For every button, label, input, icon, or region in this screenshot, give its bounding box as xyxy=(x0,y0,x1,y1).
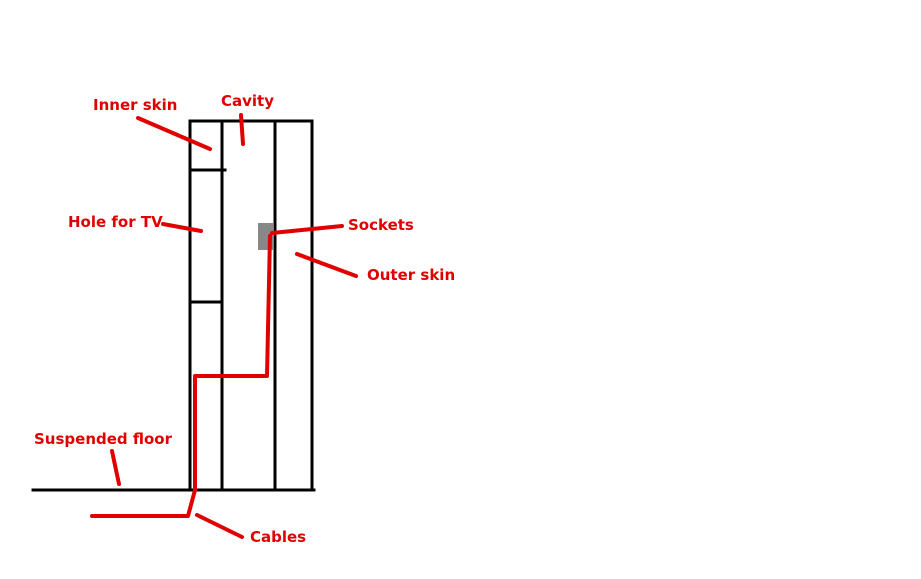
cable-run xyxy=(90,234,272,518)
outer-skin-label: Outer skin xyxy=(367,266,455,284)
annotation-labels: Inner skin Cavity Hole for TV Sockets Ou… xyxy=(34,92,455,546)
sockets-label: Sockets xyxy=(348,216,414,234)
suspended-floor-pointer xyxy=(110,449,121,486)
cables-label: Cables xyxy=(250,528,306,546)
inner-skin-pointer xyxy=(136,116,212,151)
sockets-pointer xyxy=(270,224,344,235)
cavity-pointer xyxy=(239,113,245,146)
cavity-label: Cavity xyxy=(221,92,274,110)
cables-pointer xyxy=(195,513,244,539)
suspended-floor-label: Suspended floor xyxy=(34,430,173,448)
annotation-pointers xyxy=(110,113,358,539)
hole-for-tv-label: Hole for TV xyxy=(68,213,163,231)
wall-structure xyxy=(31,119,316,492)
inner-skin-label: Inner skin xyxy=(93,96,177,114)
hole-for-tv-pointer xyxy=(161,222,203,233)
outer-skin-pointer xyxy=(295,252,358,278)
